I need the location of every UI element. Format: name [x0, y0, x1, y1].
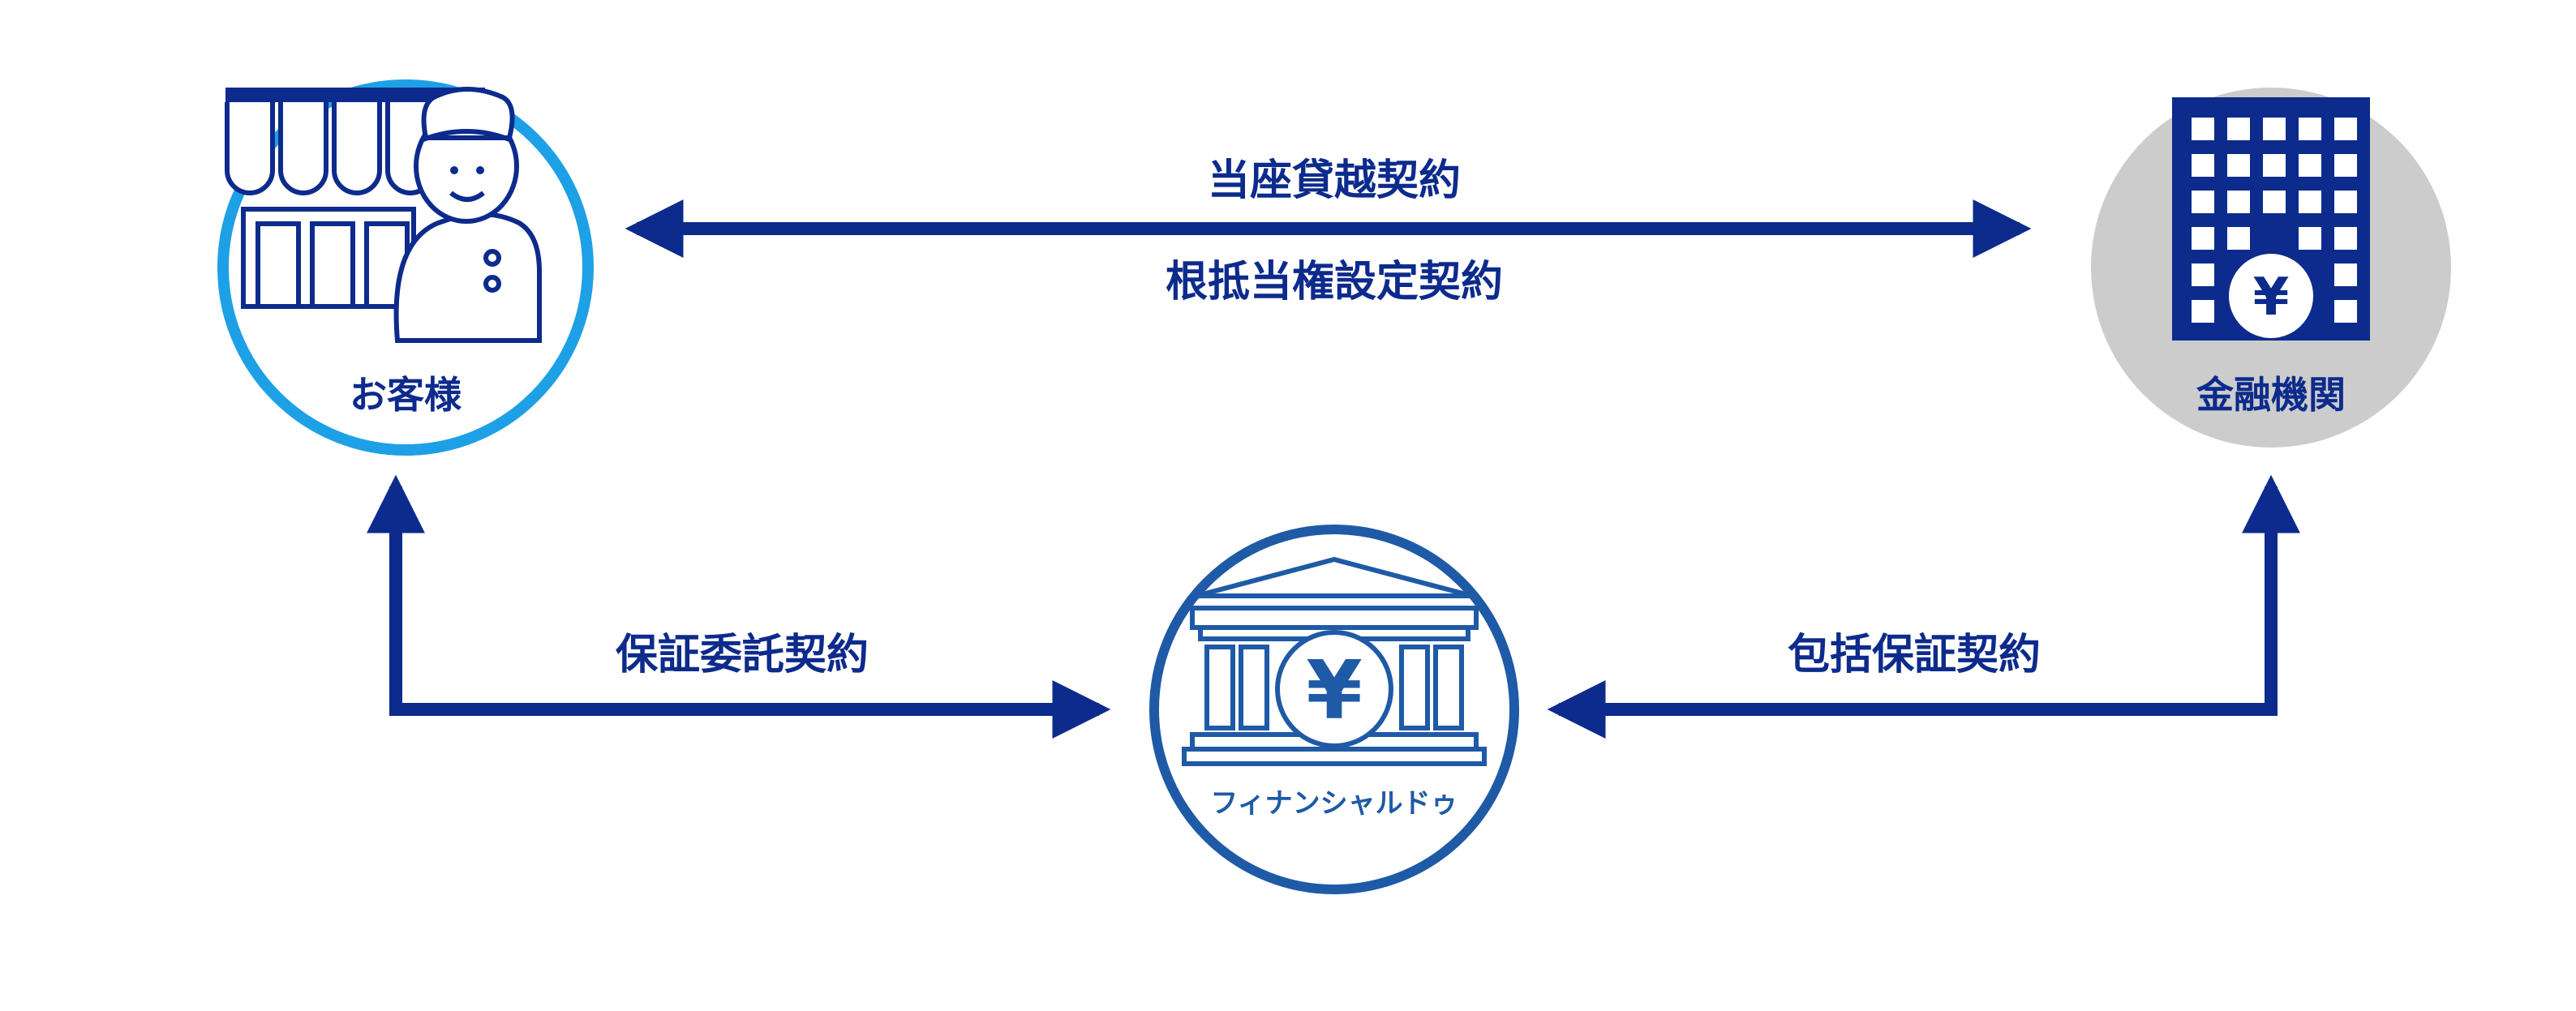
- building-windows: [2192, 118, 2357, 323]
- office-building-icon: ¥: [2172, 97, 2370, 341]
- bank-yen-coin: [2229, 254, 2313, 338]
- top-contract-label-1: 当座貸越契約: [1208, 156, 1461, 205]
- guarantor-node: ¥ フィナンシャルドゥ: [1149, 525, 1519, 894]
- bank-yen-icon: ¥: [2253, 268, 2290, 328]
- bank-building-icon: [1182, 556, 1487, 766]
- customer-node: お客様: [217, 79, 594, 456]
- guarantor-label: フィナンシャルドゥ: [1210, 787, 1458, 820]
- customer-label: お客様: [350, 373, 462, 417]
- top-contract-label-2: 根抵当権設定契約: [1166, 258, 1503, 306]
- left-contract-arrow: [367, 474, 1111, 739]
- bottom-left-contract-label: 保証委託契約: [616, 631, 869, 679]
- shopkeeper-icon: [225, 87, 542, 343]
- yen-icon: ¥: [1306, 643, 1363, 738]
- arrows: [367, 199, 2300, 739]
- bottom-right-contract-label: 包括保証契約: [1788, 631, 2041, 679]
- bank-node: ¥ 金融機関: [2091, 88, 2451, 448]
- right-contract-arrow: [1547, 474, 2300, 739]
- bank-label: 金融機関: [2196, 373, 2346, 417]
